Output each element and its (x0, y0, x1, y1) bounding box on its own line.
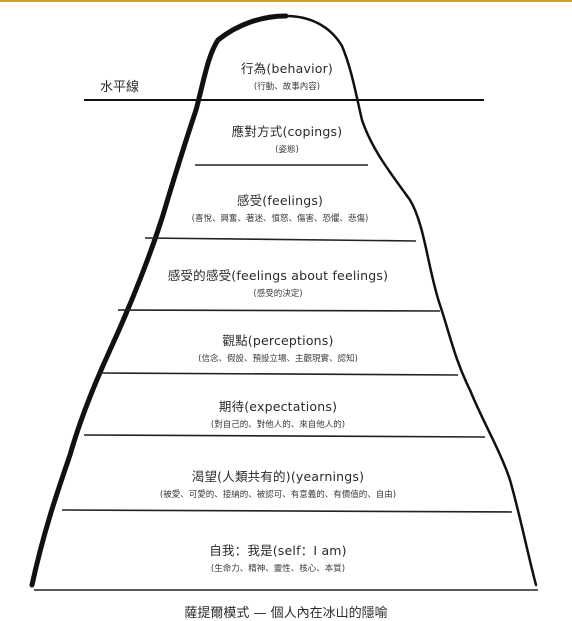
layer-subtitle: (生命力、精神、靈性、核心、本質) (210, 564, 346, 574)
layer-divider (144, 237, 417, 242)
top-accent-rule (0, 0, 572, 2)
layer-feelings: 感受(feelings) (喜悅、興奮、著迷、憤怒、傷害、恐懼、悲傷) (192, 190, 369, 224)
layer-expectations: 期待(expectations) (對自己的、對他人的、來自他人的) (211, 396, 345, 430)
layer-yearnings: 渴望(人類共有的)(yearnings) (被愛、可愛的、接納的、被認可、有意義… (160, 466, 396, 500)
layer-perceptions: 觀點(perceptions) (信念、假設、預設立場、主觀現實、認知) (198, 330, 358, 364)
layer-title: 感受(feelings) (236, 193, 324, 208)
layer-behavior: 行為(behavior) (行動、故事內容) (241, 58, 333, 92)
layer-feelings-about-feelings: 感受的感受(feelings about feelings) (感受的決定) (168, 265, 388, 299)
layer-subtitle: (姿態) (275, 145, 299, 155)
layer-title: 自我：我是(self：I am) (209, 543, 347, 558)
layer-divider (61, 509, 513, 513)
layer-subtitle: (信念、假設、預設立場、主觀現實、認知) (198, 354, 358, 364)
iceberg-left-edge (29, 13, 289, 588)
layer-divider (83, 434, 486, 438)
layer-title: 應對方式(copings) (231, 124, 343, 139)
layer-subtitle: (感受的決定) (253, 289, 303, 299)
layer-subtitle: (對自己的、對他人的、來自他人的) (210, 420, 346, 430)
layer-title: 行為(behavior) (240, 61, 334, 76)
layer-subtitle: (被愛、可愛的、接納的、被認可、有意義的、有價值的、自由) (159, 490, 397, 500)
figure-caption: 薩提爾模式 — 個人內在冰山的隱喻 (184, 606, 388, 621)
layer-title: 觀點(perceptions) (222, 333, 334, 348)
iceberg-right-edge (284, 14, 538, 587)
layer-title: 期待(expectations) (218, 399, 338, 414)
layer-divider (99, 372, 459, 376)
layer-subtitle: (行動、故事內容) (253, 82, 321, 92)
layer-title: 感受的感受(feelings about feelings) (167, 268, 389, 283)
layer-subtitle: (喜悅、興奮、著迷、憤怒、傷害、恐懼、悲傷) (191, 214, 369, 224)
layer-title: 渴望(人類共有的)(yearnings) (191, 469, 365, 484)
layer-divider (117, 309, 441, 312)
layer-self: 自我：我是(self：I am) (生命力、精神、靈性、核心、本質) (209, 540, 347, 574)
layer-copings: 應對方式(copings) (姿態) (232, 121, 343, 155)
waterline-label: 水平線 (100, 80, 140, 95)
